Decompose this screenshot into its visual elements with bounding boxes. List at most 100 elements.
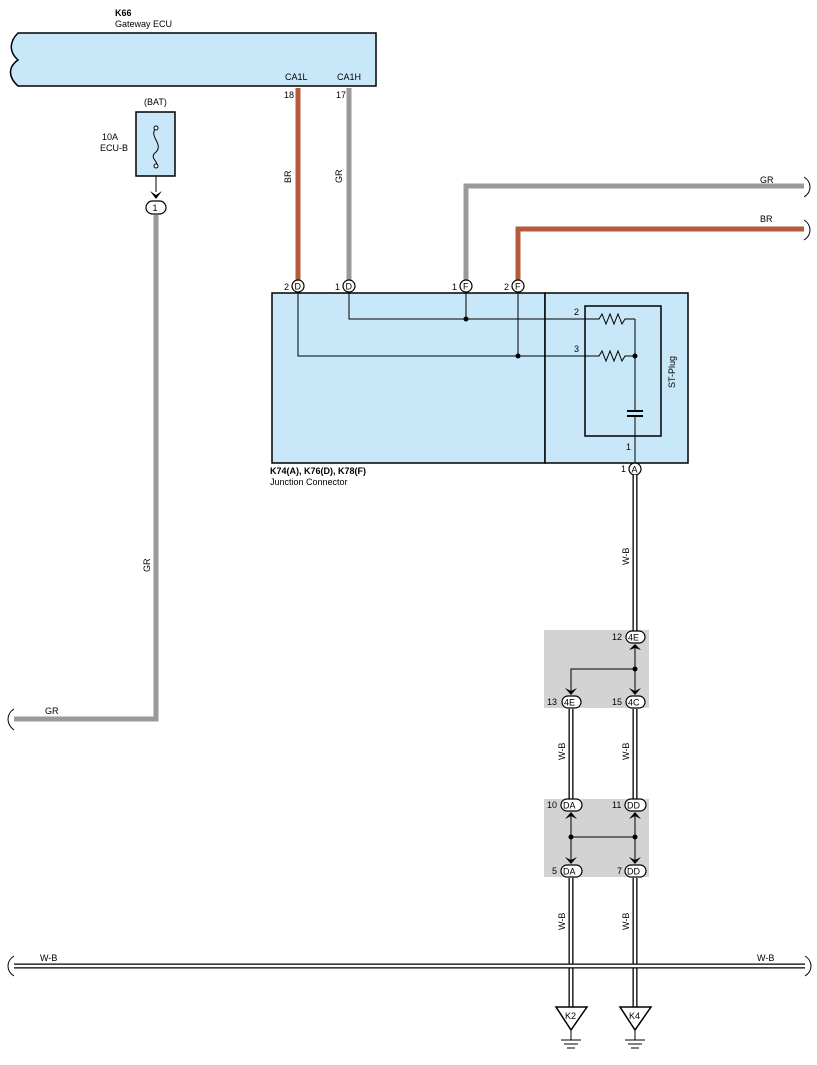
ecu-box (9, 32, 377, 87)
fuse-terminal-badge (145, 200, 167, 215)
pin-num: 5 (552, 866, 557, 876)
junction-ids: K74(A), K76(D), K78(F) (270, 466, 366, 476)
pin-badge (624, 864, 647, 878)
st-plug-node (632, 353, 638, 359)
pin-num: 10 (547, 800, 557, 810)
junction-line-br (297, 292, 595, 357)
st-plug-pin-1: 1 (626, 442, 631, 452)
pin-conn: 4E (628, 633, 639, 643)
pin-badge (625, 695, 646, 709)
out-pin-conn: A (632, 465, 638, 475)
splice-lower-area (544, 799, 649, 877)
fuse-name: ECU-B (100, 143, 128, 153)
ecu-name: Gateway ECU (115, 19, 172, 29)
wire-left-bottom-label: GR (45, 706, 59, 716)
pin-conn: D (295, 282, 302, 292)
pin-num: 2 (284, 282, 289, 292)
junction-node (463, 316, 469, 322)
wire-mid-right-label: W-B (621, 743, 631, 760)
resistor-1-icon (595, 312, 635, 326)
pin-badge (624, 798, 647, 812)
wire-left-break-icon (7, 708, 15, 731)
wire-bus-left-break-icon (7, 955, 15, 977)
splice-lower-tl-pin: 10 DA (547, 798, 583, 812)
fuse-terminal-num: 1 (153, 203, 158, 213)
junction-right-box (544, 292, 689, 464)
st-plug-pin-2: 2 (574, 307, 579, 317)
pin-conn: DD (627, 801, 640, 811)
wire-right-br (515, 226, 804, 281)
splice-lower-arrow-br-icon (629, 857, 641, 864)
pin-badge (625, 630, 646, 644)
splice-lower-node-right (632, 834, 638, 840)
pin-conn: DA (563, 801, 576, 811)
junction-node (515, 353, 521, 359)
st-plug-pin-3: 3 (574, 344, 579, 354)
st-plug-box (584, 305, 662, 437)
pin-num: 1 (452, 282, 457, 292)
ground-k2: K2 (554, 1006, 589, 1049)
pin-num: 15 (612, 697, 622, 707)
pin-conn: DD (627, 867, 640, 877)
splice-upper-arrow-right-icon (629, 688, 641, 695)
out-pin-num: 1 (621, 464, 626, 474)
pin-conn: F (463, 282, 469, 292)
junction-line-gr (348, 292, 595, 320)
resistor-2-icon (595, 349, 635, 363)
fuse-rating: 10A (102, 132, 118, 142)
fuse-terminal-bottom (153, 163, 159, 169)
ground-triangle-icon (618, 1006, 653, 1032)
fuse-arrow-icon (150, 191, 162, 199)
wire-left-gr (14, 215, 159, 722)
wire-bot-left-label: W-B (557, 913, 567, 930)
junction-pin-2f: 2 F (504, 279, 525, 293)
splice-lower-node-left (568, 834, 574, 840)
wire-right-gr (463, 183, 804, 281)
junction-left-box (271, 292, 546, 464)
wire-left-vertical-label: GR (142, 558, 152, 572)
ground-label: K4 (629, 1011, 640, 1021)
splice-lower-br-pin: 7 DD (617, 864, 647, 878)
fuse-source: (BAT) (144, 97, 167, 107)
pin-num: 1 (335, 282, 340, 292)
junction-name: Junction Connector (270, 477, 348, 487)
wire-ca1l-label: BR (283, 170, 293, 183)
ecu-signal-ca1h: CA1H (337, 72, 361, 82)
fuse-element-icon (152, 127, 159, 167)
ecu-pin-18: 18 (284, 90, 294, 100)
splice-lower-tr-pin: 11 DD (612, 798, 647, 812)
pin-badge (561, 695, 582, 709)
wire-mid-left-label: W-B (557, 743, 567, 760)
splice-upper-bl-pin: 13 4E (547, 695, 582, 709)
junction-pin-2d: 2 D (284, 279, 305, 293)
splice-upper-branch (570, 668, 635, 693)
pin-num: 12 (612, 632, 622, 642)
splice-upper-br-pin: 15 4C (612, 695, 646, 709)
wire-out-a-label: W-B (621, 548, 631, 565)
pin-conn: 4E (564, 698, 575, 708)
splice-lower-arrow-tl-icon (565, 812, 577, 819)
wire-bot-right-label: W-B (621, 913, 631, 930)
wire-right-gr-break-icon (803, 176, 811, 198)
ground-triangle-icon (554, 1006, 589, 1032)
splice-upper-arrow-left-icon (565, 688, 577, 695)
wire-ca1h-label: GR (334, 169, 344, 183)
pin-conn: DA (563, 867, 576, 877)
ground-k4: K4 (618, 1006, 653, 1049)
pin-badge (560, 864, 583, 878)
wire-bus-right-break-icon (804, 955, 812, 977)
splice-upper-top-pin: 12 4E (612, 630, 646, 644)
pin-num: 7 (617, 866, 622, 876)
junction-pin-1d: 1 D (335, 279, 356, 293)
pin-num: 11 (612, 800, 621, 810)
junction-pin-1f: 1 F (452, 279, 473, 293)
st-plug-label: ST-Plug (667, 356, 677, 388)
pin-conn: 4C (628, 698, 640, 708)
splice-lower-arrow-tr-icon (629, 812, 641, 819)
ecu-signal-ca1l: CA1L (285, 72, 308, 82)
splice-upper-arrow-icon (629, 644, 641, 650)
wire-right-second-label: BR (760, 214, 773, 224)
pin-conn: D (346, 282, 353, 292)
pin-num: 13 (547, 697, 557, 707)
